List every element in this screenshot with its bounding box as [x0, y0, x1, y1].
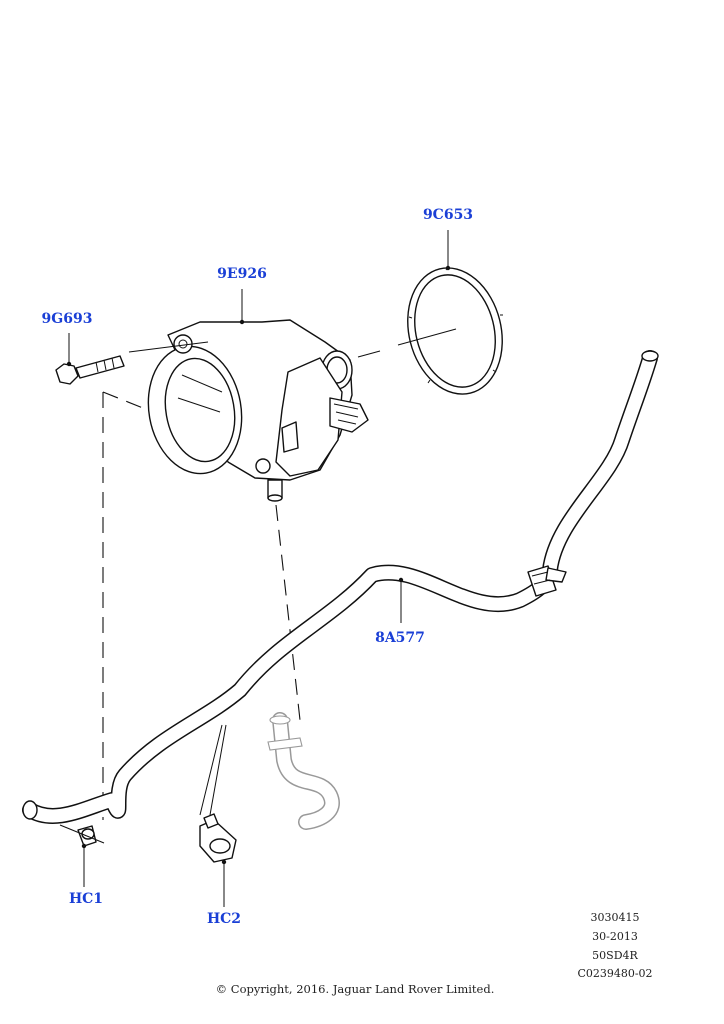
axis-line-gasket: [397, 328, 457, 346]
hose-clip-2: [199, 813, 237, 863]
callout-gasket: 9C653: [423, 207, 473, 223]
callout-hose: 8A577: [375, 630, 425, 646]
reference-code: 50SD4R: [592, 949, 638, 962]
axis-line-bore: [128, 341, 209, 353]
callout-throttle-body: 9E926: [217, 266, 267, 282]
copyright-notice: © Copyright, 2016. Jaguar Land Rover Lim…: [216, 982, 495, 996]
reference-code: C0239480-02: [577, 967, 652, 980]
callout-bolt: 9G693: [42, 311, 93, 327]
bolt: [55, 355, 125, 385]
dashed-line-spigot: [275, 504, 301, 721]
hose-clip-1: [77, 825, 97, 847]
reference-code: 30-2013: [592, 930, 638, 943]
throttle-body: [147, 319, 369, 502]
leader-clip-2-to-hose: [199, 724, 227, 816]
reference-code: 3030415: [591, 911, 640, 924]
callout-clip-1: HC1: [69, 891, 103, 907]
coolant-hose: [22, 350, 659, 824]
reference-code-block: 3030415 30-2013 50SD4R C0239480-02: [577, 911, 652, 980]
reference-hose-ghost: [267, 712, 340, 830]
gasket-ring: [407, 266, 503, 395]
callout-clip-2: HC2: [207, 911, 241, 927]
